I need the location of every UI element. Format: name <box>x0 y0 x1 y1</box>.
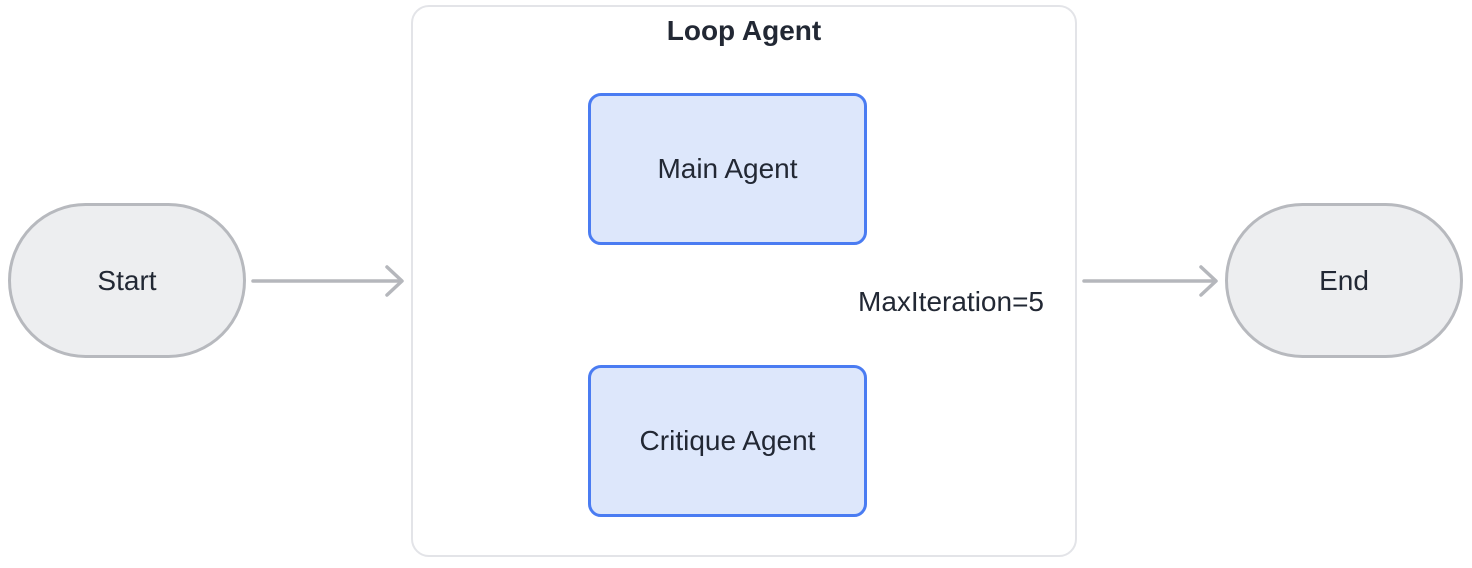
start-node-label: Start <box>97 264 157 296</box>
arrowhead-right-icon <box>1199 265 1218 297</box>
end-node: End <box>1225 203 1463 358</box>
critique-agent-label: Critique Agent <box>639 425 816 456</box>
loop-iteration-label: MaxIteration=5 <box>841 286 1061 318</box>
main-agent-node: Main Agent <box>588 93 867 245</box>
loop-agent-title: Loop Agent <box>666 15 822 46</box>
critique-agent-node: Critique Agent <box>588 365 867 517</box>
end-node-label: End <box>1319 264 1369 296</box>
main-agent-label: Main Agent <box>657 153 798 184</box>
edge-start-to-loop <box>251 265 404 297</box>
edge-loop-to-end <box>1082 265 1218 297</box>
start-node: Start <box>8 203 246 358</box>
arrowhead-right-icon <box>385 265 404 297</box>
